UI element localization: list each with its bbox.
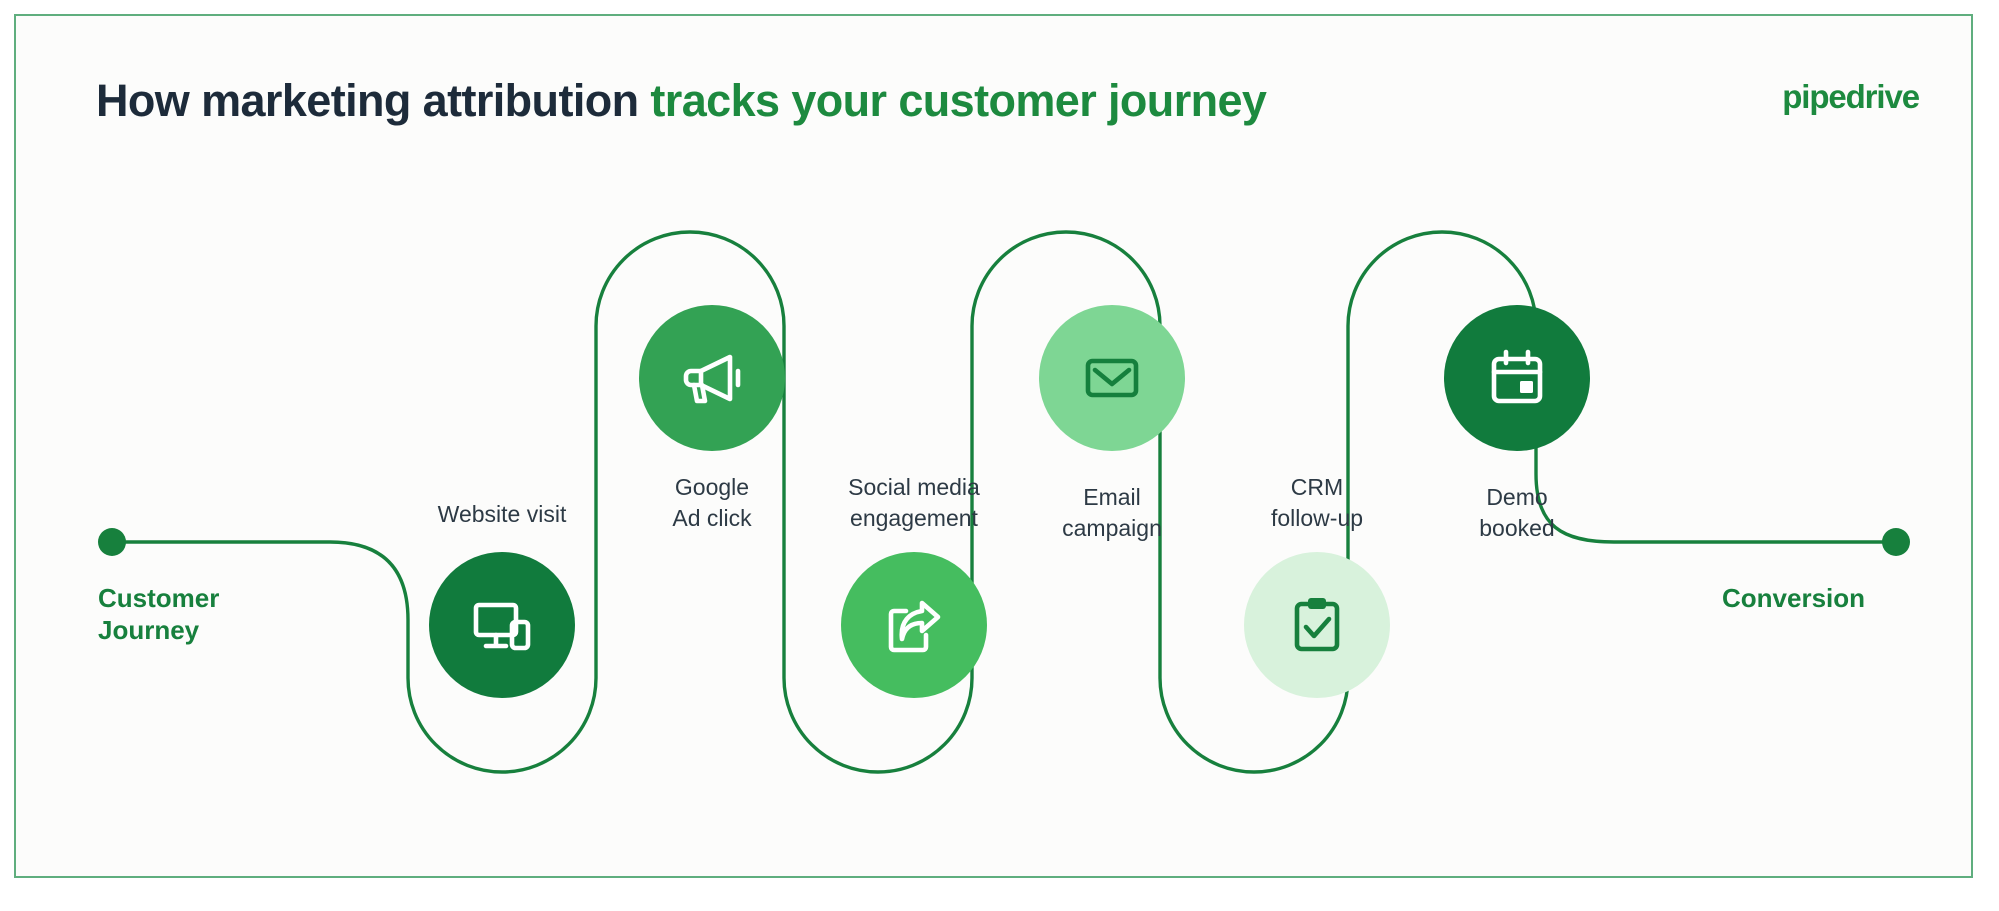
infographic-frame — [14, 14, 1973, 878]
stage-label-crm-follow-up: CRM follow-up — [1270, 474, 1364, 532]
devices-icon — [466, 589, 538, 661]
stage-bubble-email-campaign[interactable] — [1039, 305, 1185, 451]
clipboard-check-icon — [1283, 591, 1351, 659]
journey-end-label: Conversion — [1722, 583, 1866, 613]
page-title-green-part: tracks your customer journey — [650, 75, 1267, 126]
stage-bubble-google-ad-click[interactable] — [639, 305, 785, 451]
megaphone-icon — [675, 341, 749, 415]
share-icon — [878, 589, 950, 661]
page-title: How marketing attribution tracks your cu… — [96, 75, 1267, 126]
journey-start-label: Customer Journey — [98, 583, 220, 645]
envelope-icon — [1079, 345, 1145, 411]
stage-bubble-demo-booked[interactable] — [1444, 305, 1590, 451]
page-title-dark-part: How marketing attribution — [96, 75, 639, 126]
stage-bubble-website-visit[interactable] — [429, 552, 575, 698]
stage-bubble-crm-follow-up[interactable] — [1244, 552, 1390, 698]
stage-label-social-media-engagement: Social media engagement — [848, 474, 980, 532]
pipedrive-logo: pipedrive — [1782, 78, 1920, 115]
calendar-icon — [1482, 343, 1552, 413]
stage-bubble-social-media-engagement[interactable] — [841, 552, 987, 698]
stage-label-demo-booked: Demo booked — [1479, 484, 1555, 542]
stage-label-google-ad-click: Google Ad click — [672, 474, 752, 532]
stage-label-website-visit: Website visit — [437, 501, 567, 527]
stage-label-email-campaign: Email campaign — [1062, 484, 1162, 542]
